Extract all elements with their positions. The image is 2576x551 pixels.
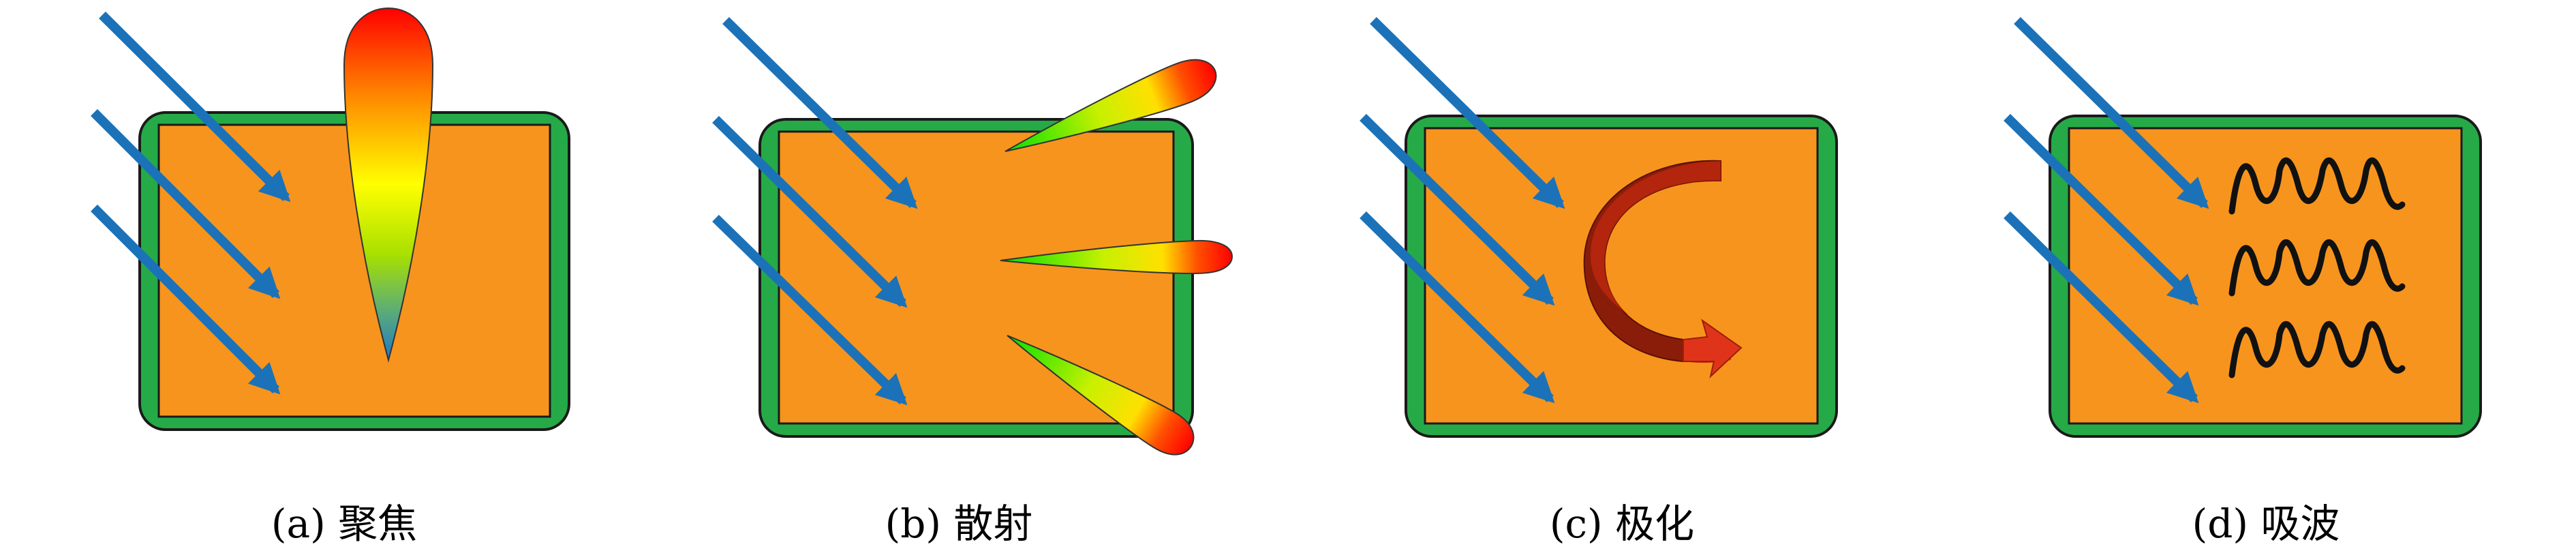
- absorption-waves: [2228, 158, 2406, 378]
- caption-d: (d) 吸波: [2192, 501, 2340, 547]
- incident-wave-arrows-b: [712, 17, 918, 406]
- scattering-lobes: [1000, 59, 1233, 456]
- metasurface-inner-d: [2068, 127, 2463, 425]
- incident-arrow: [2004, 114, 2199, 306]
- scattering-lobe-top: [1005, 59, 1217, 152]
- incident-arrow: [91, 109, 281, 299]
- incident-arrow: [99, 12, 291, 203]
- absorbed-wave-row-1: [2228, 158, 2406, 215]
- caption-b: (b) 散射: [885, 501, 1033, 547]
- metasurface-inner-c: [1424, 127, 1819, 425]
- incident-arrow: [712, 116, 908, 308]
- caption-a: (a) 聚焦: [271, 501, 417, 547]
- incident-arrow: [1360, 114, 1555, 306]
- incident-arrow: [1370, 17, 1565, 209]
- scattering-lobe-middle: [1000, 239, 1233, 275]
- incident-arrow: [1360, 211, 1555, 404]
- panel-a: (a) 聚焦: [91, 7, 570, 547]
- absorbed-wave-row-3: [2228, 321, 2406, 378]
- incident-arrow: [722, 17, 918, 209]
- incident-arrow: [91, 205, 281, 395]
- incident-arrow: [712, 214, 908, 406]
- incident-arrow: [2014, 17, 2209, 209]
- rotation-ribbon-shade: [1591, 161, 1721, 315]
- scattering-lobe-bottom: [1007, 335, 1195, 456]
- incident-wave-arrows-a: [91, 12, 291, 395]
- rotation-arrowhead: [1683, 318, 1743, 378]
- incident-arrow: [2004, 211, 2199, 404]
- absorbed-wave-row-2: [2228, 239, 2406, 297]
- panel-c: (c) 极化: [1360, 17, 1838, 547]
- polarization-rotation-arrow: [1583, 160, 1743, 378]
- metasurface-inner-b: [778, 130, 1175, 425]
- incident-wave-arrows-d: [2004, 17, 2209, 404]
- incident-wave-arrows-c: [1360, 17, 1565, 404]
- panel-b: (b) 散射: [712, 17, 1233, 547]
- focusing-lobe: [343, 7, 434, 363]
- caption-c: (c) 极化: [1550, 501, 1694, 547]
- panel-d: (d) 吸波: [2004, 17, 2482, 547]
